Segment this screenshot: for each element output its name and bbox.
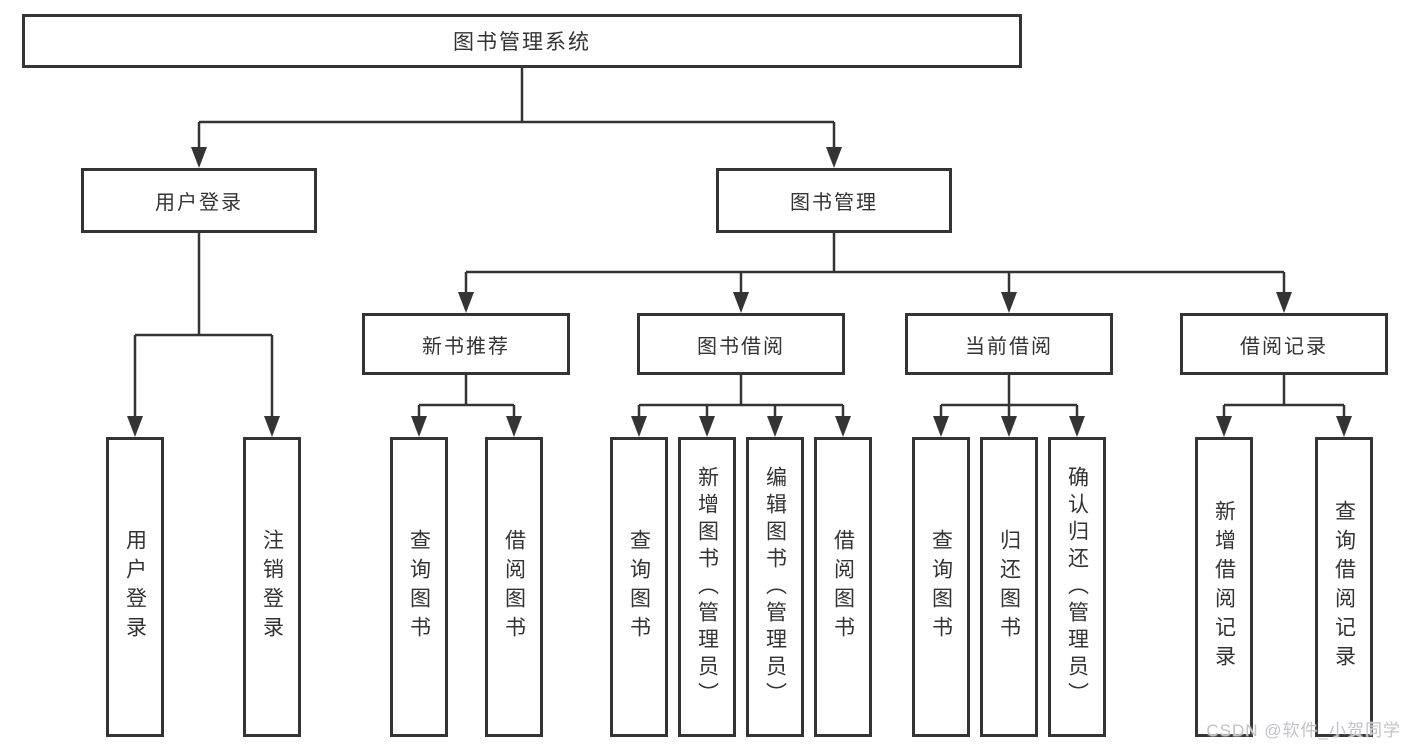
node-book-mgmt: 图书管理 bbox=[716, 168, 952, 233]
node-user-login: 用户登录 bbox=[81, 168, 317, 233]
arrowhead-icon bbox=[411, 416, 427, 437]
arrowhead-icon bbox=[1069, 416, 1085, 437]
leaf-query-borrow-record-label: 查询借阅记录 bbox=[1332, 500, 1356, 674]
node-book-mgmt-label: 图书管理 bbox=[790, 192, 878, 214]
leaf-add-borrow-record-label: 新增借阅记录 bbox=[1212, 500, 1236, 674]
node-new-books-label: 新书推荐 bbox=[422, 335, 510, 358]
arrowhead-icon bbox=[767, 416, 783, 437]
leaf-user-login-label: 用户登录 bbox=[123, 529, 147, 645]
leaf-edit-book-admin: 编辑图书（管理员） bbox=[746, 437, 804, 737]
arrowhead-icon bbox=[1276, 292, 1292, 313]
leaf-return-book: 归还图书 bbox=[980, 437, 1038, 737]
leaf-edit-book-admin-label: 编辑图书（管理员） bbox=[763, 465, 787, 709]
leaf-confirm-return-admin-label: 确认归还（管理员） bbox=[1065, 465, 1089, 709]
arrowheads bbox=[127, 147, 1352, 437]
leaf-borrow-books-borrow: 借阅图书 bbox=[814, 437, 872, 737]
arrowhead-icon bbox=[191, 147, 207, 168]
leaf-confirm-return-admin: 确认归还（管理员） bbox=[1048, 437, 1106, 737]
arrowhead-icon bbox=[933, 416, 949, 437]
watermark-text: CSDN @软件_小贺同学 bbox=[1206, 721, 1401, 740]
leaf-logout-label: 注销登录 bbox=[260, 529, 284, 645]
arrowhead-icon bbox=[631, 416, 647, 437]
node-book-borrow-label: 图书借阅 bbox=[697, 335, 785, 358]
node-user-login-label: 用户登录 bbox=[155, 192, 243, 214]
leaf-borrow-books-borrow-label: 借阅图书 bbox=[831, 529, 855, 645]
arrowhead-icon bbox=[1336, 416, 1352, 437]
leaf-borrow-books-newbooks-label: 借阅图书 bbox=[502, 529, 526, 645]
leaf-query-books-newbooks: 查询图书 bbox=[390, 437, 448, 737]
connector-current-borrow-rail bbox=[939, 375, 1079, 419]
arrowhead-icon bbox=[1216, 416, 1232, 437]
leaf-add-borrow-record: 新增借阅记录 bbox=[1195, 437, 1253, 737]
node-new-books: 新书推荐 bbox=[362, 313, 570, 375]
arrowhead-icon bbox=[264, 416, 280, 437]
arrowhead-icon bbox=[458, 292, 474, 313]
node-current-borrow-label: 当前借阅 bbox=[965, 335, 1053, 358]
node-root: 图书管理系统 bbox=[22, 14, 1022, 68]
connector-user-login-rail bbox=[133, 233, 274, 419]
leaf-add-book-admin: 新增图书（管理员） bbox=[678, 437, 736, 737]
arrowhead-icon bbox=[826, 147, 842, 168]
leaf-query-books-borrow: 查询图书 bbox=[610, 437, 668, 737]
leaf-logout: 注销登录 bbox=[243, 437, 301, 737]
node-borrow-records: 借阅记录 bbox=[1180, 313, 1388, 375]
leaf-return-book-label: 归还图书 bbox=[997, 529, 1021, 645]
arrowhead-icon bbox=[1001, 416, 1017, 437]
leaf-user-login: 用户登录 bbox=[106, 437, 164, 737]
leaf-query-borrow-record: 查询借阅记录 bbox=[1315, 437, 1373, 737]
connector-borrow-records-rail bbox=[1222, 375, 1346, 419]
arrowhead-icon bbox=[699, 416, 715, 437]
connector-book-mgmt-rail bbox=[464, 233, 1286, 295]
connector-new-books-rail bbox=[417, 375, 516, 419]
arrowhead-icon bbox=[733, 292, 749, 313]
arrowhead-icon bbox=[506, 416, 522, 437]
node-root-label: 图书管理系统 bbox=[453, 31, 591, 54]
leaf-add-book-admin-label: 新增图书（管理员） bbox=[695, 465, 719, 709]
arrowhead-icon bbox=[835, 416, 851, 437]
leaf-query-books-current: 查询图书 bbox=[912, 437, 970, 737]
node-current-borrow: 当前借阅 bbox=[905, 313, 1113, 375]
leaf-borrow-books-newbooks: 借阅图书 bbox=[485, 437, 543, 737]
leaf-query-books-newbooks-label: 查询图书 bbox=[407, 529, 431, 645]
arrowhead-icon bbox=[1001, 292, 1017, 313]
node-borrow-records-label: 借阅记录 bbox=[1240, 335, 1328, 358]
leaf-query-books-current-label: 查询图书 bbox=[929, 529, 953, 645]
arrowhead-icon bbox=[127, 416, 143, 437]
node-book-borrow: 图书借阅 bbox=[637, 313, 845, 375]
leaf-query-books-borrow-label: 查询图书 bbox=[627, 529, 651, 645]
connector-book-borrow-rail bbox=[637, 375, 845, 419]
connector-root-rail bbox=[197, 68, 836, 150]
